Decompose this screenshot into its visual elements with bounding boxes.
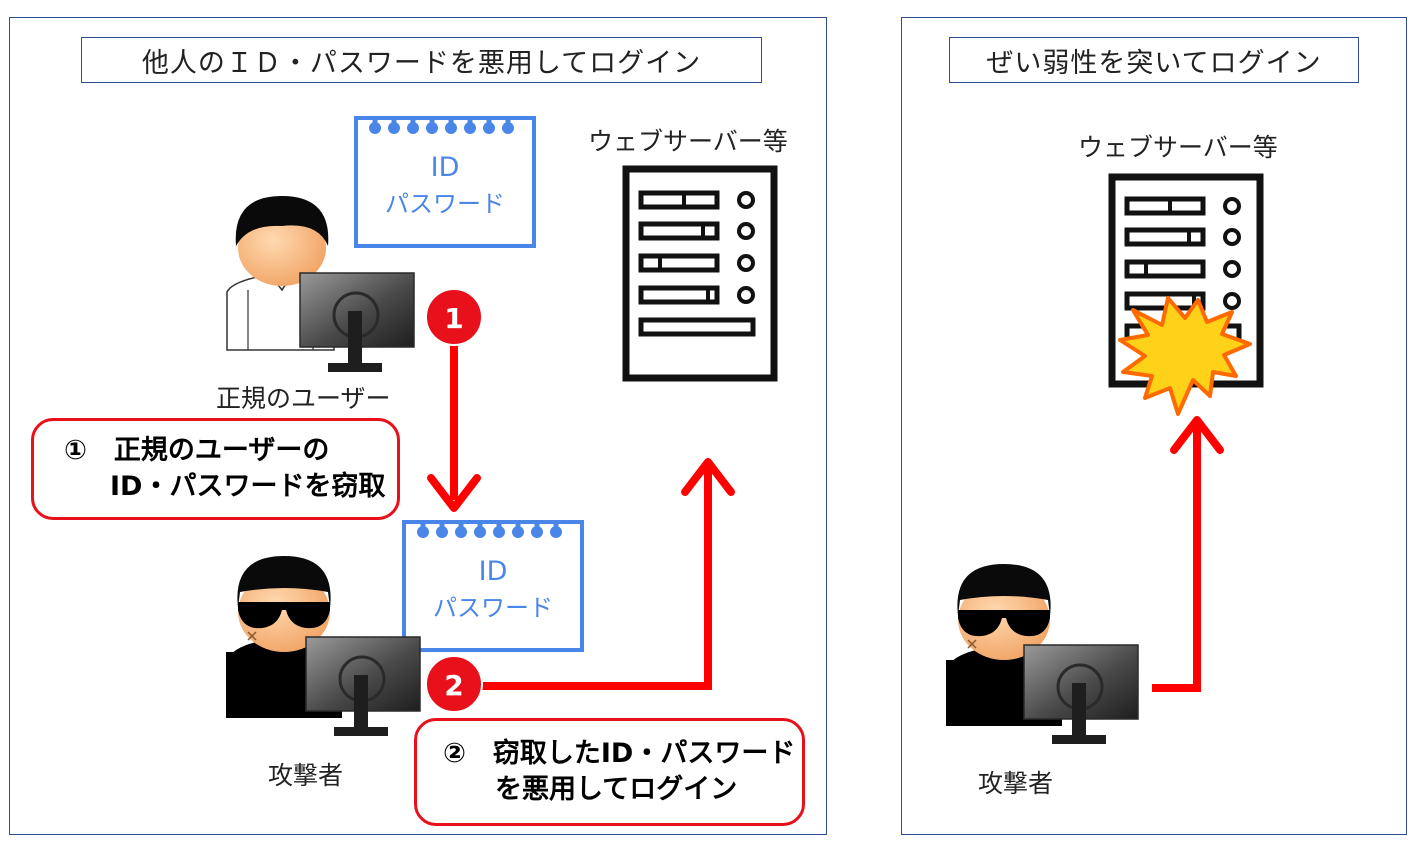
server-label-left: ウェブサーバー等 xyxy=(588,122,788,158)
memo-top-password: パスワード xyxy=(385,190,505,218)
step2-callout: ② 窃取したID・パスワード を悪用してログイン xyxy=(414,718,805,826)
user-label: 正規のユーザー xyxy=(216,379,391,415)
step1-badge: 1 xyxy=(426,289,482,345)
step1-callout-line2: ID・パスワードを窃取 xyxy=(64,469,397,505)
monitor-icon xyxy=(1024,645,1138,744)
step2-number: 2 xyxy=(444,669,463,702)
monitor-icon xyxy=(300,273,414,372)
arrow-step1 xyxy=(431,332,477,508)
server-label-right: ウェブサーバー等 xyxy=(1078,128,1278,164)
memo-bottom-id: ID xyxy=(479,556,508,587)
monitor-icon xyxy=(306,637,420,736)
step1-number: 1 xyxy=(444,302,463,335)
step1-callout: ① 正規のユーザーの ID・パスワードを窃取 xyxy=(31,418,400,520)
arrow-exploit xyxy=(1152,420,1220,688)
attacker-label-left: 攻撃者 xyxy=(268,756,343,792)
attacker-label-right: 攻撃者 xyxy=(978,764,1053,800)
step2-badge: 2 xyxy=(426,656,482,712)
step2-callout-line1: ② 窃取したID・パスワード xyxy=(443,736,802,772)
memo-top-id: ID xyxy=(431,152,460,183)
step2-callout-line2: を悪用してログイン xyxy=(443,772,802,808)
server-icon xyxy=(626,169,774,378)
memo-bottom-password: パスワード xyxy=(433,594,553,622)
step1-callout-line1: ① 正規のユーザーの xyxy=(64,433,397,469)
